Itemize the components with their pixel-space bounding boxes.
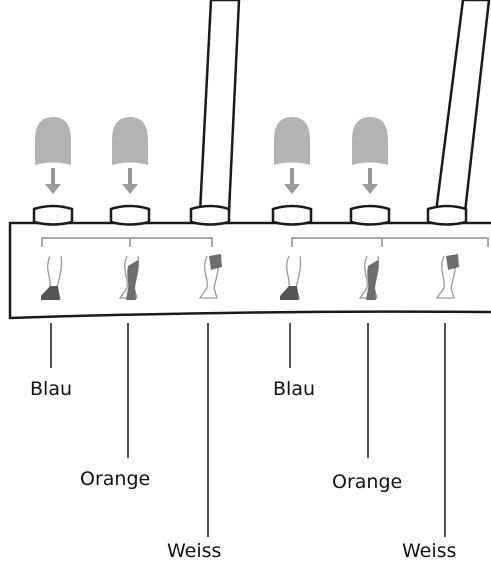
ankle-sock-icon [41, 286, 60, 300]
tube-left [198, 0, 241, 214]
label-leader-lines [50, 323, 446, 537]
label-weiss-right: Weiss [402, 540, 457, 562]
label-blau-right: Blau [273, 378, 315, 400]
cap-icon [112, 117, 148, 165]
connector-port [109, 204, 151, 226]
connector-port [189, 204, 231, 226]
arrow-shaft [368, 168, 372, 186]
connector-port [32, 204, 74, 226]
leg-icons [41, 254, 459, 300]
arrow-shaft [290, 168, 294, 186]
stocking-icon [126, 260, 139, 300]
arrow-shaft [128, 168, 132, 186]
knee-band-icon [446, 254, 459, 270]
down-arrow-icon [122, 184, 138, 194]
leg-outline-icon [198, 255, 220, 299]
connector-ports [32, 204, 468, 226]
caps-with-arrows [35, 117, 388, 194]
cap-icon [352, 117, 388, 165]
connector-port [426, 204, 468, 226]
label-orange-left: Orange [80, 468, 151, 490]
label-weiss-left: Weiss [167, 540, 222, 562]
ankle-sock-icon [280, 286, 299, 300]
down-arrow-icon [362, 184, 378, 194]
cap-icon [35, 117, 71, 165]
label-orange-right: Orange [332, 471, 403, 493]
bracket [41, 237, 213, 247]
tube-right [434, 0, 491, 214]
down-arrow-icon [284, 184, 300, 194]
knee-band-icon [209, 254, 222, 270]
connector-port [349, 204, 391, 226]
leg-outline-icon [435, 255, 457, 299]
hose-tubes [198, 0, 491, 214]
stocking-icon [366, 260, 379, 300]
label-blau-left: Blau [30, 378, 72, 400]
cap-icon [274, 117, 310, 165]
arrow-shaft [51, 168, 55, 186]
leg-brackets [41, 237, 489, 247]
connector-port [271, 204, 313, 226]
down-arrow-icon [45, 184, 61, 194]
bracket [291, 237, 489, 247]
